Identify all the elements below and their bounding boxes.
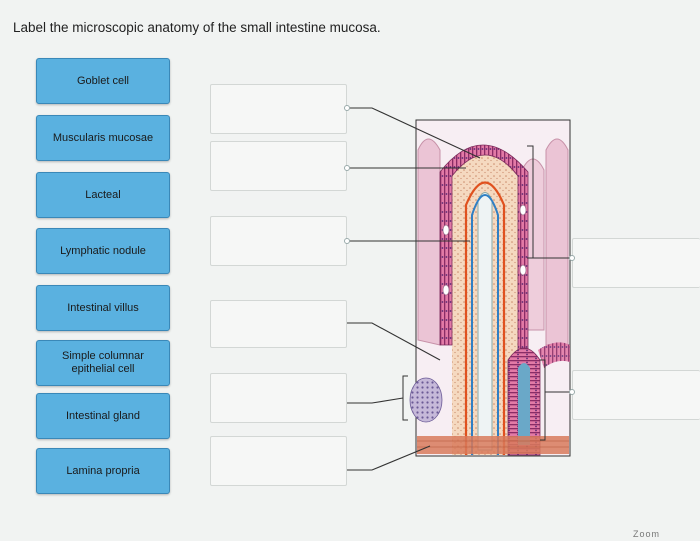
connector-dot <box>344 165 350 171</box>
connector-dot <box>569 255 575 261</box>
gland-lumen <box>518 363 530 445</box>
muscularis-mucosae <box>417 436 569 454</box>
connector-dot <box>569 389 575 395</box>
connector-dot <box>344 105 350 111</box>
lymphatic-nodule <box>410 378 442 422</box>
lacteal <box>478 193 492 451</box>
connector-dot <box>344 238 350 244</box>
zoom-control-partial[interactable]: Zoom <box>633 529 660 539</box>
